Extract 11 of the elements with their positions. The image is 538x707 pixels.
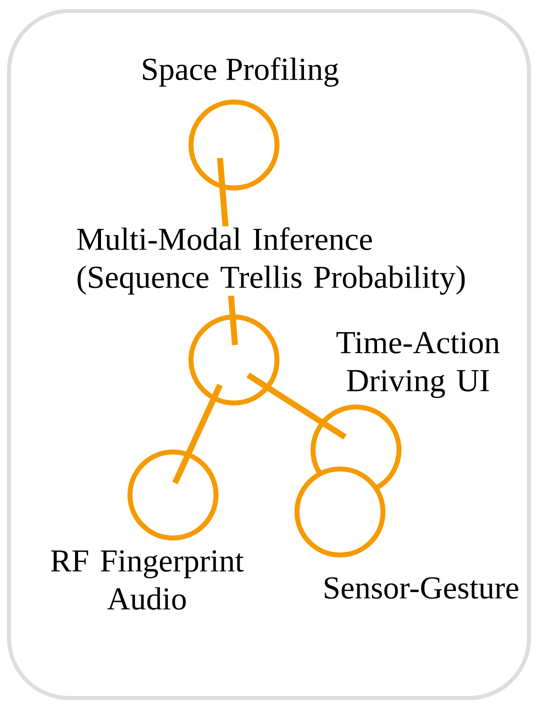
node-label: Multi-Modal Inference (Sequence Trellis Probability) — [75, 226, 476, 296]
node-label: Time-Action Driving UI — [336, 332, 500, 398]
circle-node — [188, 100, 280, 190]
node-label: Space Profiling — [143, 57, 338, 87]
circle-node — [128, 450, 218, 540]
connector-line — [172, 384, 223, 484]
connector-line — [246, 372, 347, 440]
node-label: Sensor-Gesture — [324, 577, 518, 599]
circle-node — [294, 466, 386, 558]
circle-node — [188, 314, 280, 406]
node-label: RF Fingerprint Audio — [51, 550, 244, 610]
